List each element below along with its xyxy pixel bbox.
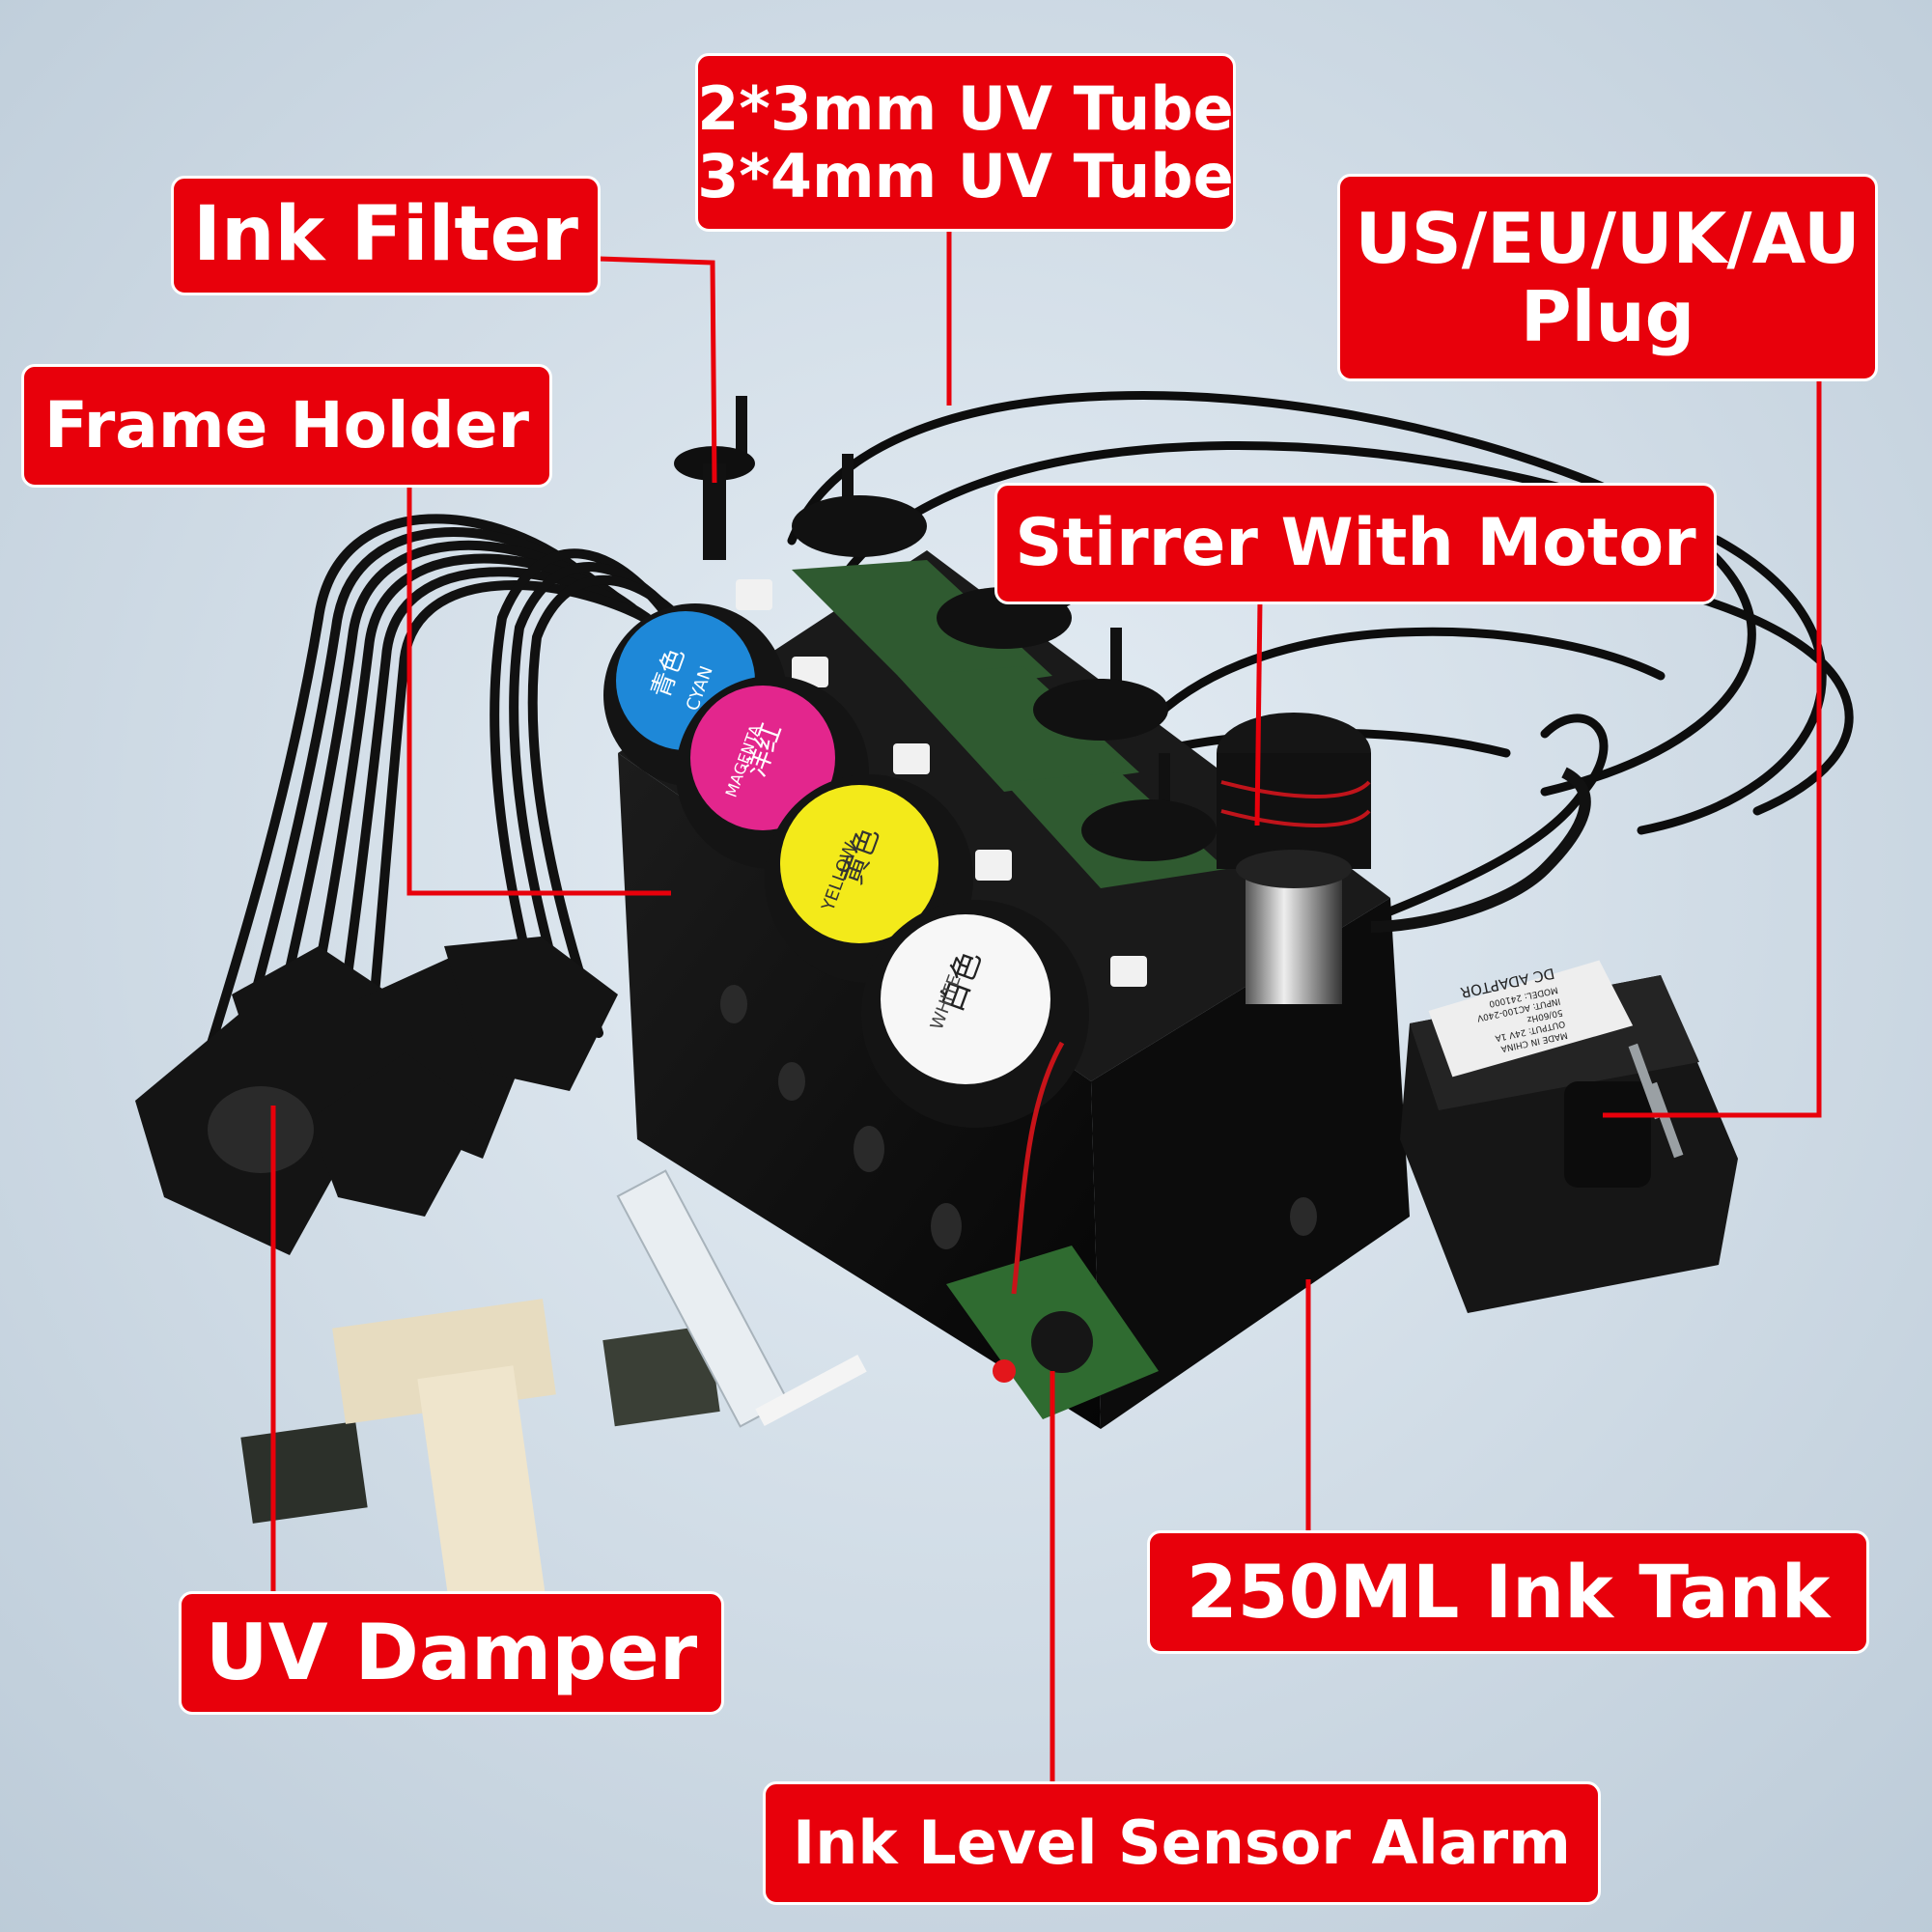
ink-tank-label: 250ML Ink Tank: [1147, 1530, 1869, 1654]
frame-holder-text: Frame Holder: [43, 388, 530, 463]
ink-level-sensor-board: [946, 1041, 1159, 1419]
sensor-alarm-text: Ink Level Sensor Alarm: [793, 1807, 1571, 1879]
stirrer-motor: [1217, 713, 1371, 1004]
sensor-alarm-label: Ink Level Sensor Alarm: [763, 1781, 1601, 1905]
leader-stirrer: [1254, 600, 1263, 826]
plug-text-line2: Plug: [1520, 275, 1695, 357]
frame-holder-label: Frame Holder: [21, 364, 552, 488]
stirrer-label: Stirrer With Motor: [994, 483, 1717, 604]
ink-filter-text: Ink Filter: [193, 191, 578, 279]
plug-label: US/EU/UK/AU Plug: [1337, 174, 1878, 381]
uv-damper-text: UV Damper: [205, 1608, 698, 1698]
leader-frame-holder: [406, 485, 671, 896]
uv-tube-text-line1: 2*3mm UV Tube: [697, 73, 1234, 145]
uv-dampers: [135, 937, 618, 1255]
ink-filter-label: Ink Filter: [171, 176, 601, 295]
leader-ink-filter: [598, 256, 717, 484]
ink-tank-text: 250ML Ink Tank: [1186, 1549, 1831, 1636]
syringe: [616, 1169, 867, 1428]
ink-filters: [674, 396, 1217, 987]
stirrer-text: Stirrer With Motor: [1015, 504, 1696, 581]
bottle-white: 白色 WHITE: [861, 900, 1089, 1128]
leader-plug: [1603, 378, 1822, 1118]
leader-lines: [270, 228, 1822, 1784]
plug-text-line1: US/EU/UK/AU: [1355, 197, 1861, 279]
uv-damper-label: UV Damper: [179, 1591, 724, 1715]
power-adapter: DC ADAPTOR MODEL: 241000 INPUT: AC100-24…: [1370, 767, 1738, 1313]
uv-tube-label: 2*3mm UV Tube 3*4mm UV Tube: [695, 53, 1236, 232]
uv-tube-text-line2: 3*4mm UV Tube: [697, 140, 1234, 211]
